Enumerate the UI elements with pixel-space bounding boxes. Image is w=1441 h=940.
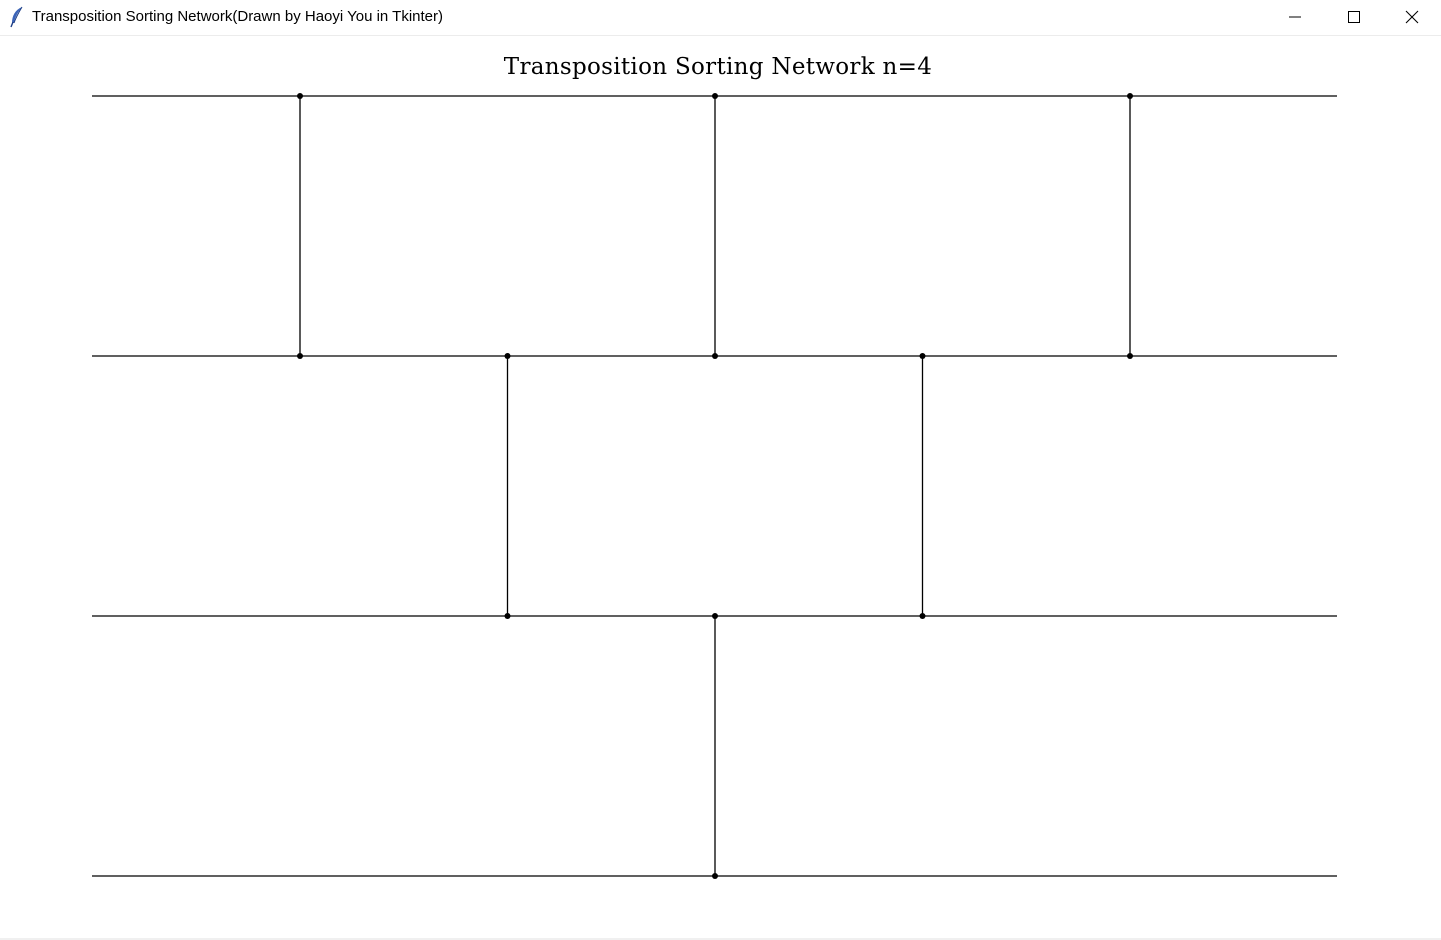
maximize-icon <box>1348 11 1360 23</box>
comparator-node <box>712 873 718 879</box>
feather-icon <box>9 6 25 28</box>
title-bar[interactable]: Transposition Sorting Network(Drawn by H… <box>0 0 1441 36</box>
minimize-icon <box>1289 16 1301 18</box>
comparator-node <box>919 353 926 359</box>
minimize-button[interactable] <box>1266 0 1324 34</box>
drawing-canvas: Transposition Sorting Network n=4 <box>0 37 1441 940</box>
comparator-5 <box>919 353 926 619</box>
close-button[interactable] <box>1383 0 1441 34</box>
window-title: Transposition Sorting Network(Drawn by H… <box>32 8 444 25</box>
comparator-3 <box>712 93 718 359</box>
comparator-node <box>1127 353 1133 359</box>
comparator-node <box>297 93 303 99</box>
comparator-4 <box>712 613 718 879</box>
comparator-node <box>919 613 926 619</box>
comparator-node <box>1127 93 1133 99</box>
comparator-node <box>504 613 511 619</box>
comparator-node <box>504 353 511 359</box>
comparator-1 <box>297 93 303 359</box>
close-icon <box>1405 10 1419 24</box>
comparator-2 <box>504 353 511 619</box>
comparator-node <box>297 353 303 359</box>
comparator-node <box>712 613 718 619</box>
window-bottom-edge <box>0 938 1441 940</box>
maximize-button[interactable] <box>1324 0 1382 34</box>
sorting-network <box>92 93 1337 879</box>
comparator-node <box>712 93 718 99</box>
comparator-6 <box>1127 93 1133 359</box>
diagram-title: Transposition Sorting Network n=4 <box>503 54 933 80</box>
comparator-node <box>712 353 718 359</box>
